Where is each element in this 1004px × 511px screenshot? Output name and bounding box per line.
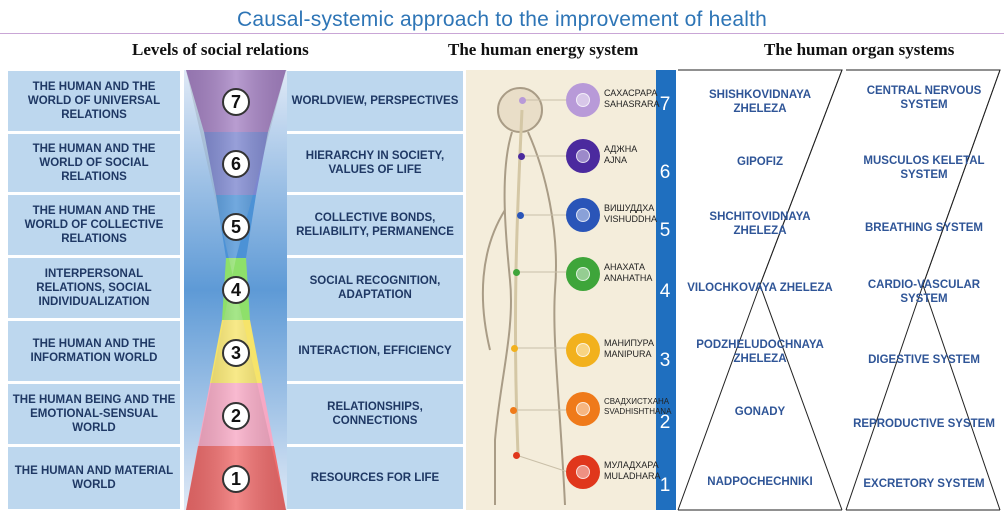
- organ-system-7: CENTRAL NERVOUS SYSTEM: [866, 84, 982, 111]
- social-level-1: THE HUMAN AND MATERIAL WORLD: [8, 447, 180, 509]
- chakra-icon-1: [566, 455, 600, 489]
- gland-2: GONADY: [734, 405, 786, 418]
- chakra-icon-7: [566, 83, 600, 117]
- social-level-4: INTERPERSONAL RELATIONS, SOCIAL INDIVIDU…: [8, 258, 180, 318]
- social-level-6: THE HUMAN AND THE WORLD OF SOCIAL RELATI…: [8, 134, 180, 192]
- header-energy-system: The human energy system: [448, 40, 639, 59]
- spine-dot-2: [510, 407, 517, 414]
- spine-dot-5: [517, 212, 524, 219]
- value-1: RESOURCES FOR LIFE: [287, 447, 463, 509]
- spine-dot-6: [518, 153, 525, 160]
- gland-5: SHCHITOVIDNAYA ZHELEZA: [709, 210, 811, 237]
- title-rule: [0, 33, 1004, 34]
- organ-system-6: MUSCULOS KELETAL SYSTEM: [863, 154, 985, 181]
- organ-system-5: BREATHING SYSTEM: [865, 221, 983, 234]
- chakra-icon-2: [566, 392, 600, 426]
- scale-number-2: 2: [659, 412, 671, 433]
- level-number-1: 1: [222, 465, 250, 493]
- energy-scale-bar: [656, 70, 676, 510]
- value-4: SOCIAL RECOGNITION, ADAPTATION: [287, 258, 463, 318]
- scale-number-6: 6: [659, 162, 671, 183]
- chakra-icon-5: [566, 198, 600, 232]
- level-number-3: 3: [222, 339, 250, 367]
- organ-system-4: CARDIO-VASCULAR SYSTEM: [867, 278, 981, 305]
- gland-hourglass: [677, 69, 843, 511]
- main-title: Causal-systemic approach to the improvem…: [236, 8, 768, 31]
- spine-line: [513, 109, 524, 456]
- chakra-icon-3: [566, 333, 600, 367]
- level-number-6: 6: [222, 150, 250, 178]
- gland-3: PODZHELUDOCHNAYA ZHELEZA: [696, 338, 824, 365]
- organ-system-1: EXCRETORY SYSTEM: [863, 477, 985, 490]
- level-number-5: 5: [222, 213, 250, 241]
- scale-number-4: 4: [659, 281, 671, 302]
- organ-hourglass: [845, 69, 1001, 511]
- value-7: WORLDVIEW, PERSPECTIVES: [287, 71, 463, 131]
- gland-4: VILOCHKOVAYA ZHELEZA: [687, 281, 833, 294]
- gland-6: GIPOFIZ: [737, 155, 783, 168]
- gland-1: NADPOCHECHNIKI: [707, 475, 813, 488]
- spine-dot-7: [519, 97, 526, 104]
- chakra-icon-4: [566, 257, 600, 291]
- header-organ-systems: The human organ systems: [764, 40, 955, 59]
- social-level-2: THE HUMAN BEING AND THE EMOTIONAL-SENSUA…: [8, 384, 180, 444]
- value-6: HIERARCHY IN SOCIETY, VALUES OF LIFE: [287, 134, 463, 192]
- chakra-icon-6: [566, 139, 600, 173]
- value-2: RELATIONSHIPS, CONNECTIONS: [287, 384, 463, 444]
- value-5: COLLECTIVE BONDS, RELIABILITY, PERMANENC…: [287, 195, 463, 255]
- scale-number-3: 3: [659, 350, 671, 371]
- spine-dot-1: [513, 452, 520, 459]
- organ-system-3: DIGESTIVE SYSTEM: [868, 353, 980, 366]
- scale-number-5: 5: [659, 220, 671, 241]
- header-social-levels: Levels of social relations: [132, 40, 309, 59]
- social-level-5: THE HUMAN AND THE WORLD OF COLLECTIVE RE…: [8, 195, 180, 255]
- gland-7: SHISHKOVIDNAYA ZHELEZA: [708, 88, 812, 115]
- spine-dot-4: [513, 269, 520, 276]
- level-number-7: 7: [222, 88, 250, 116]
- chakra-guides: [513, 99, 569, 473]
- spine-dot-3: [511, 345, 518, 352]
- social-level-7: THE HUMAN AND THE WORLD OF UNIVERSAL REL…: [8, 71, 180, 131]
- value-3: INTERACTION, EFFICIENCY: [287, 321, 463, 381]
- scale-number-7: 7: [659, 94, 671, 115]
- level-number-2: 2: [222, 402, 250, 430]
- level-number-4: 4: [222, 276, 250, 304]
- organ-system-2: REPRODUCTIVE SYSTEM: [853, 417, 995, 430]
- social-level-3: THE HUMAN AND THE INFORMATION WORLD: [8, 321, 180, 381]
- scale-number-1: 1: [659, 475, 671, 496]
